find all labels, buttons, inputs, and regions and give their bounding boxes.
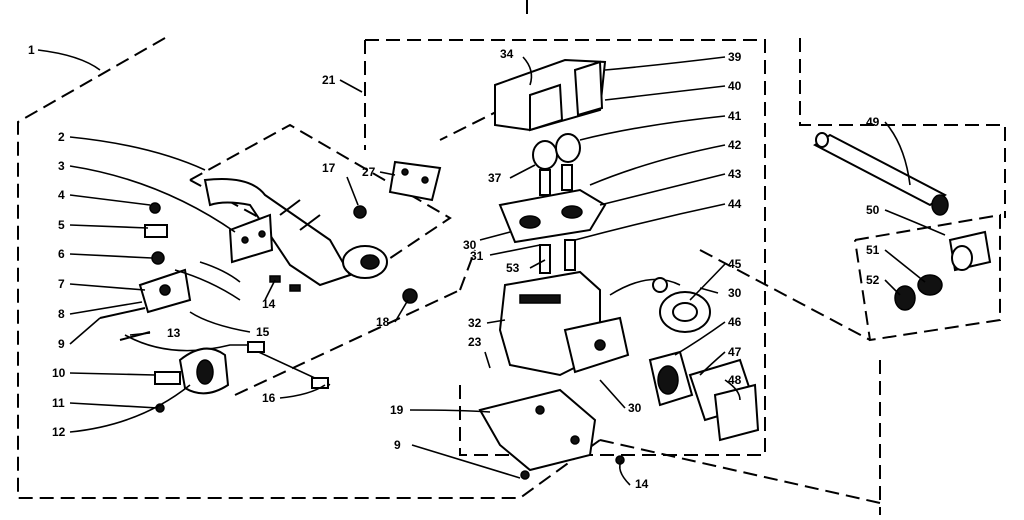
part-orifice-tube-49 bbox=[813, 132, 949, 216]
callout-5: 5 bbox=[58, 218, 65, 232]
callout-50: 50 bbox=[866, 203, 880, 217]
part-fitting-50-51-52 bbox=[894, 230, 992, 311]
callout-30-low: 30 bbox=[628, 401, 642, 415]
callout-14: 14 bbox=[262, 297, 276, 311]
callout-9-lower: 9 bbox=[394, 438, 401, 452]
callout-49: 49 bbox=[866, 115, 880, 129]
part-bracket-3 bbox=[228, 213, 274, 264]
callout-3: 3 bbox=[58, 159, 65, 173]
callout-39: 39 bbox=[728, 50, 742, 64]
callout-1: 1 bbox=[28, 43, 35, 57]
callout-6: 6 bbox=[58, 247, 65, 261]
part-thermostat-bracket bbox=[478, 388, 625, 480]
callout-53: 53 bbox=[506, 261, 520, 275]
callout-42: 42 bbox=[728, 138, 742, 152]
callout-30-top: 30 bbox=[463, 238, 477, 252]
part-ignitor-assembly bbox=[99, 261, 241, 341]
callout-37: 37 bbox=[488, 171, 502, 185]
callout-4: 4 bbox=[58, 188, 65, 202]
part-valve-cover bbox=[494, 58, 607, 132]
callout-32: 32 bbox=[468, 316, 482, 330]
callout-12: 12 bbox=[52, 425, 66, 439]
callout-31: 31 bbox=[470, 249, 484, 263]
callout-11: 11 bbox=[52, 396, 65, 410]
callout-27: 27 bbox=[362, 165, 376, 179]
callout-19: 19 bbox=[390, 403, 404, 417]
part-valve-top-plate bbox=[498, 188, 607, 244]
callout-10: 10 bbox=[52, 366, 66, 380]
callout-18: 18 bbox=[376, 315, 390, 329]
part-spark-generator bbox=[154, 347, 230, 395]
callout-16: 16 bbox=[262, 391, 276, 405]
callout-40: 40 bbox=[728, 79, 742, 93]
callout-41: 41 bbox=[728, 109, 742, 123]
callout-17: 17 bbox=[322, 161, 336, 175]
callout-14-lower: 14 bbox=[635, 477, 649, 491]
callout-23: 23 bbox=[468, 335, 482, 349]
callout-52: 52 bbox=[866, 273, 880, 287]
callout-8: 8 bbox=[58, 307, 65, 321]
callout-9: 9 bbox=[58, 337, 65, 351]
callout-46: 46 bbox=[728, 315, 742, 329]
callout-34: 34 bbox=[500, 47, 514, 61]
part-switch-46-47-48 bbox=[648, 350, 760, 442]
part-knobs bbox=[532, 133, 581, 196]
callout-48: 48 bbox=[728, 373, 742, 387]
callout-43: 43 bbox=[728, 167, 742, 181]
part-pilot-tube bbox=[609, 277, 711, 333]
part-plate-27 bbox=[388, 160, 442, 202]
callout-47: 47 bbox=[728, 345, 742, 359]
callout-21: 21 bbox=[322, 73, 336, 87]
callout-51: 51 bbox=[866, 243, 880, 257]
callout-7: 7 bbox=[58, 277, 65, 291]
leader-lines bbox=[37, 49, 946, 486]
callout-2: 2 bbox=[58, 130, 65, 144]
callout-30-mid: 30 bbox=[728, 286, 742, 300]
part-gas-valve-body bbox=[498, 239, 630, 377]
callout-45: 45 bbox=[728, 257, 742, 271]
callout-15: 15 bbox=[256, 325, 270, 339]
part-thermocouple bbox=[124, 334, 331, 389]
callout-labels: 1 2 3 4 5 6 7 8 9 10 11 12 13 14 15 16 1… bbox=[28, 43, 880, 491]
part-burner-tube bbox=[203, 178, 388, 287]
callout-13: 13 bbox=[167, 326, 181, 340]
callout-44: 44 bbox=[728, 197, 742, 211]
